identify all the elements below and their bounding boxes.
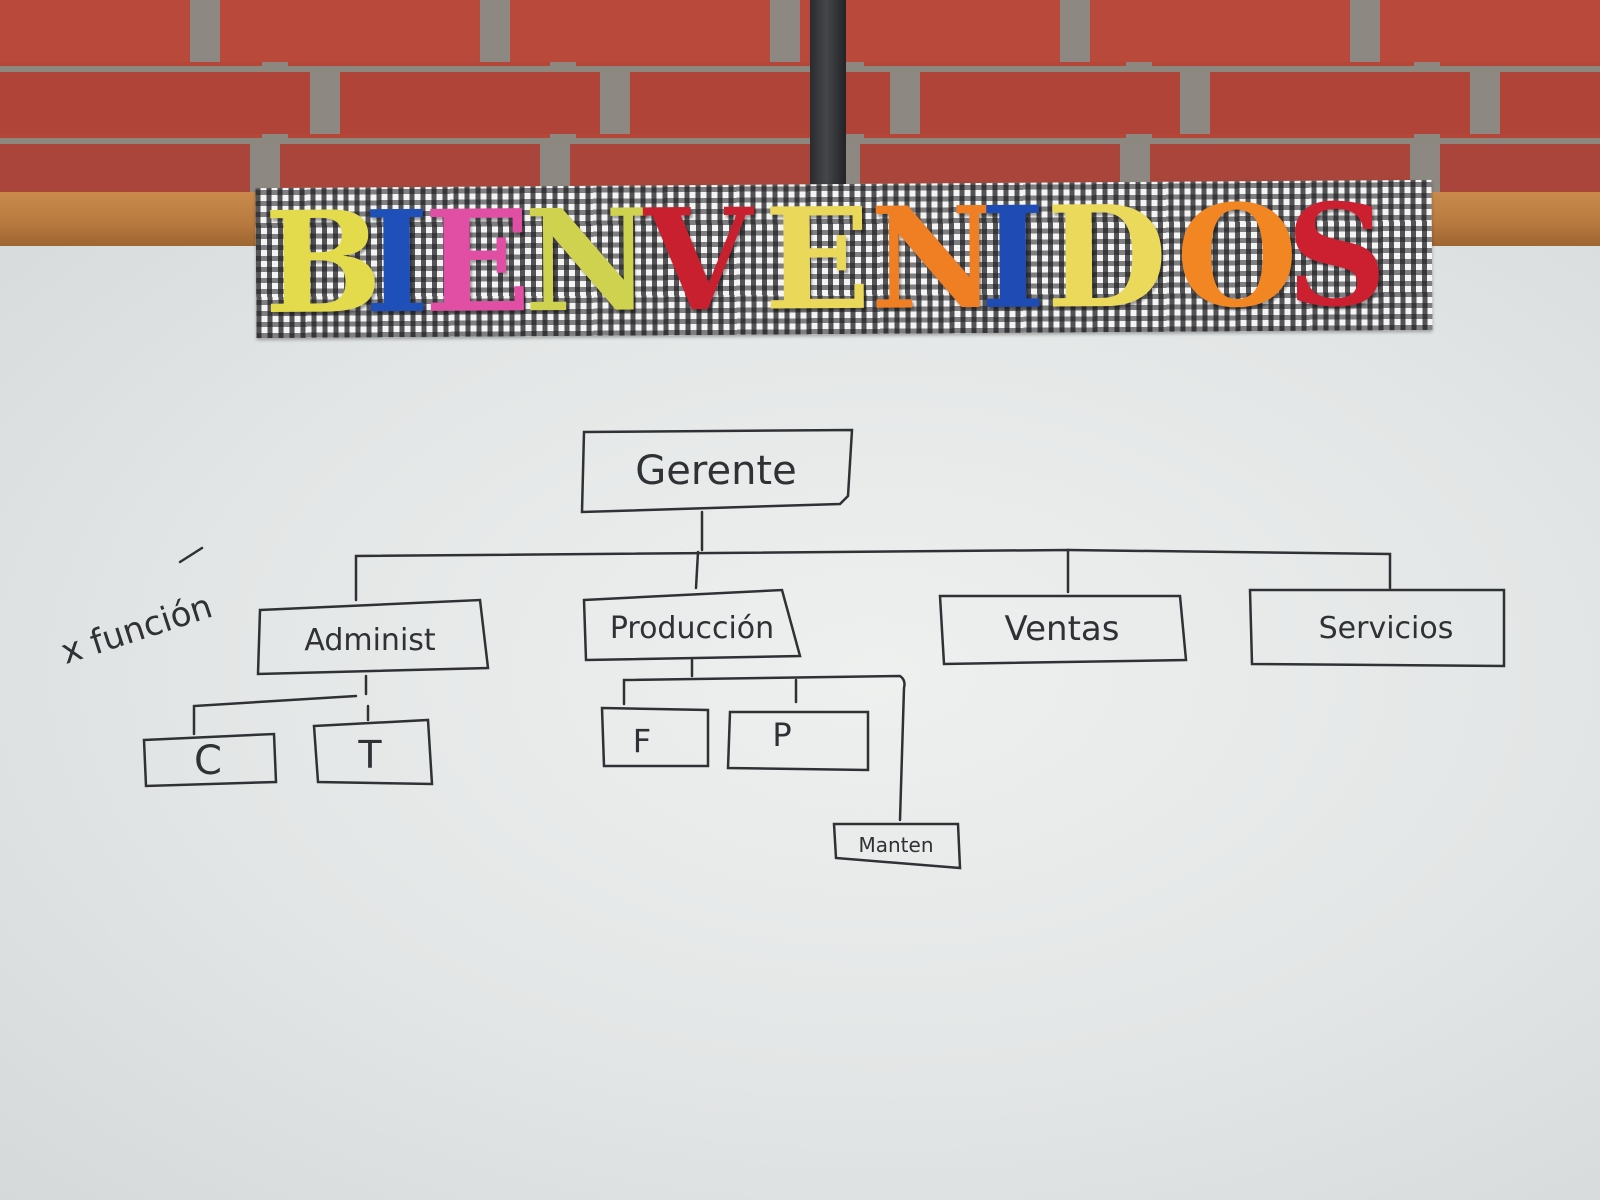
administ-box bbox=[256, 598, 490, 676]
ventas-box bbox=[938, 594, 1188, 666]
p-box bbox=[726, 710, 870, 772]
produccion-box bbox=[582, 588, 802, 662]
brick-row bbox=[0, 0, 1600, 62]
connector-line bbox=[192, 674, 370, 736]
t-label: T bbox=[357, 733, 382, 777]
gerente-box bbox=[580, 428, 854, 514]
connector-line bbox=[694, 550, 700, 590]
manten-label: Manten bbox=[858, 833, 933, 857]
org-chart-lines bbox=[142, 428, 1506, 870]
connector-line bbox=[1066, 548, 1392, 590]
manten-box bbox=[832, 822, 962, 870]
p-label: P bbox=[772, 716, 791, 754]
t-box bbox=[312, 718, 434, 786]
org-chart-labels: Gerente Administ Producción Ventas Servi… bbox=[56, 448, 1453, 857]
servicios-box bbox=[1248, 588, 1506, 668]
f-box bbox=[600, 706, 710, 768]
c-box bbox=[142, 732, 278, 788]
whiteboard bbox=[0, 246, 1600, 1200]
produccion-label: Producción bbox=[610, 611, 774, 646]
brick-row bbox=[0, 72, 1600, 134]
f-label: F bbox=[633, 722, 651, 760]
connector-line bbox=[354, 548, 1070, 602]
accent-mark bbox=[178, 546, 204, 564]
hanging-strap bbox=[810, 0, 846, 190]
administ-label: Administ bbox=[304, 623, 436, 658]
servicios-label: Servicios bbox=[1319, 611, 1454, 646]
connector-line bbox=[622, 658, 906, 822]
gerente-label: Gerente bbox=[635, 448, 796, 494]
c-label: C bbox=[194, 738, 222, 784]
ventas-label: Ventas bbox=[1005, 609, 1120, 649]
side-note: x función bbox=[56, 586, 217, 672]
